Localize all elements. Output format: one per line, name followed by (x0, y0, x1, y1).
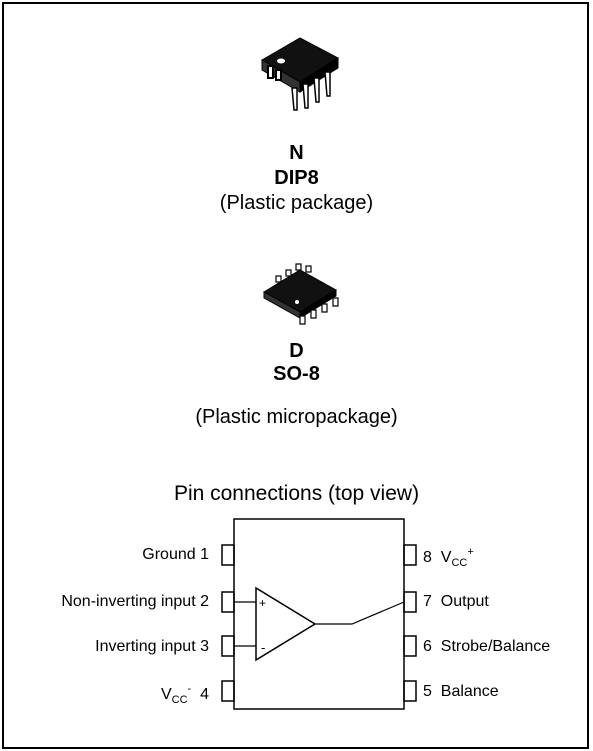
pin-1 (221, 544, 235, 566)
pin-connections-title: Pin connections (top view) (173, 482, 420, 505)
package-name-so8: SO-8 (273, 363, 320, 385)
pin-1-label: Ground 1 (142, 546, 209, 563)
package-desc-so8: (Plastic micropackage) (195, 406, 398, 428)
opamp-plus-sign: + (259, 596, 266, 610)
pin-5 (403, 680, 417, 702)
pin-4 (221, 680, 235, 702)
pin-7-label: 7 Output (423, 593, 489, 610)
wire-output (315, 601, 405, 625)
pin-2 (221, 591, 235, 613)
pin-3-label: Inverting input 3 (95, 638, 209, 655)
package-letter-d: D (289, 340, 304, 362)
opamp-symbol (255, 586, 317, 662)
package-desc-dip8: (Plastic package) (219, 192, 374, 214)
pin-7 (403, 591, 417, 613)
package-letter-n: N (289, 142, 304, 164)
pin-5-label: 5 Balance (423, 683, 499, 700)
pin-4-label: VCC- 4 (160, 683, 209, 706)
pin-6 (403, 635, 417, 657)
pin-8-label: 8 VCC+ (423, 546, 474, 569)
pin-6-label: 6 Strobe/Balance (423, 638, 551, 655)
package-name-dip8: DIP8 (274, 167, 319, 189)
opamp-minus-sign: - (261, 640, 265, 655)
so8-package-icon (263, 263, 339, 325)
pin-2-label: Non-inverting input 2 (61, 593, 209, 610)
pin-8 (403, 544, 417, 566)
ic-body (233, 518, 405, 710)
dip8-package-icon (261, 37, 339, 111)
pin-3 (221, 635, 235, 657)
